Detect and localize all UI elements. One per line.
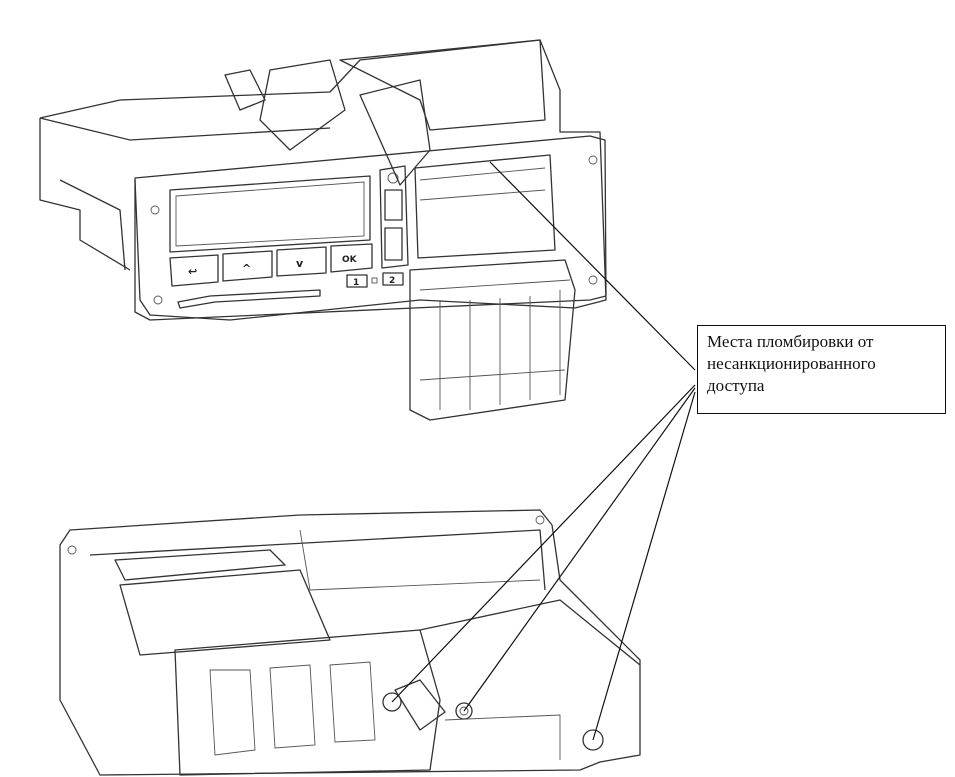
seal-point-1: [382, 692, 402, 712]
card-slot-1-indicator: [346, 274, 368, 288]
down-button-label[interactable]: v: [296, 257, 304, 270]
card-slot-2-indicator: [382, 272, 404, 286]
card-slot-2-label: 2: [389, 276, 395, 286]
printer-drawer: [409, 259, 576, 421]
up-button-label[interactable]: ^: [242, 262, 251, 275]
leader-lines: [391, 161, 696, 741]
ok-button-label[interactable]: OK: [342, 255, 358, 265]
up-button: [222, 250, 273, 282]
top-device: ↩ ^ v OK 1 2: [39, 39, 607, 421]
card-slot: [177, 289, 321, 309]
callout-line: Места пломбировки от: [707, 332, 874, 351]
back-button-label[interactable]: ↩: [188, 265, 197, 278]
card-slot-1-label: 1: [353, 278, 359, 288]
callout-line: несанкционированного: [707, 354, 876, 373]
down-button: [276, 246, 327, 277]
sealing-points-callout: Места пломбировки от несанкционированног…: [697, 325, 946, 414]
bottom-device: [59, 509, 641, 776]
back-button: [169, 254, 219, 287]
printer-lever: [359, 79, 431, 186]
callout-line: доступа: [707, 376, 765, 395]
seal-point-3: [582, 729, 604, 751]
ok-button: [330, 243, 373, 273]
